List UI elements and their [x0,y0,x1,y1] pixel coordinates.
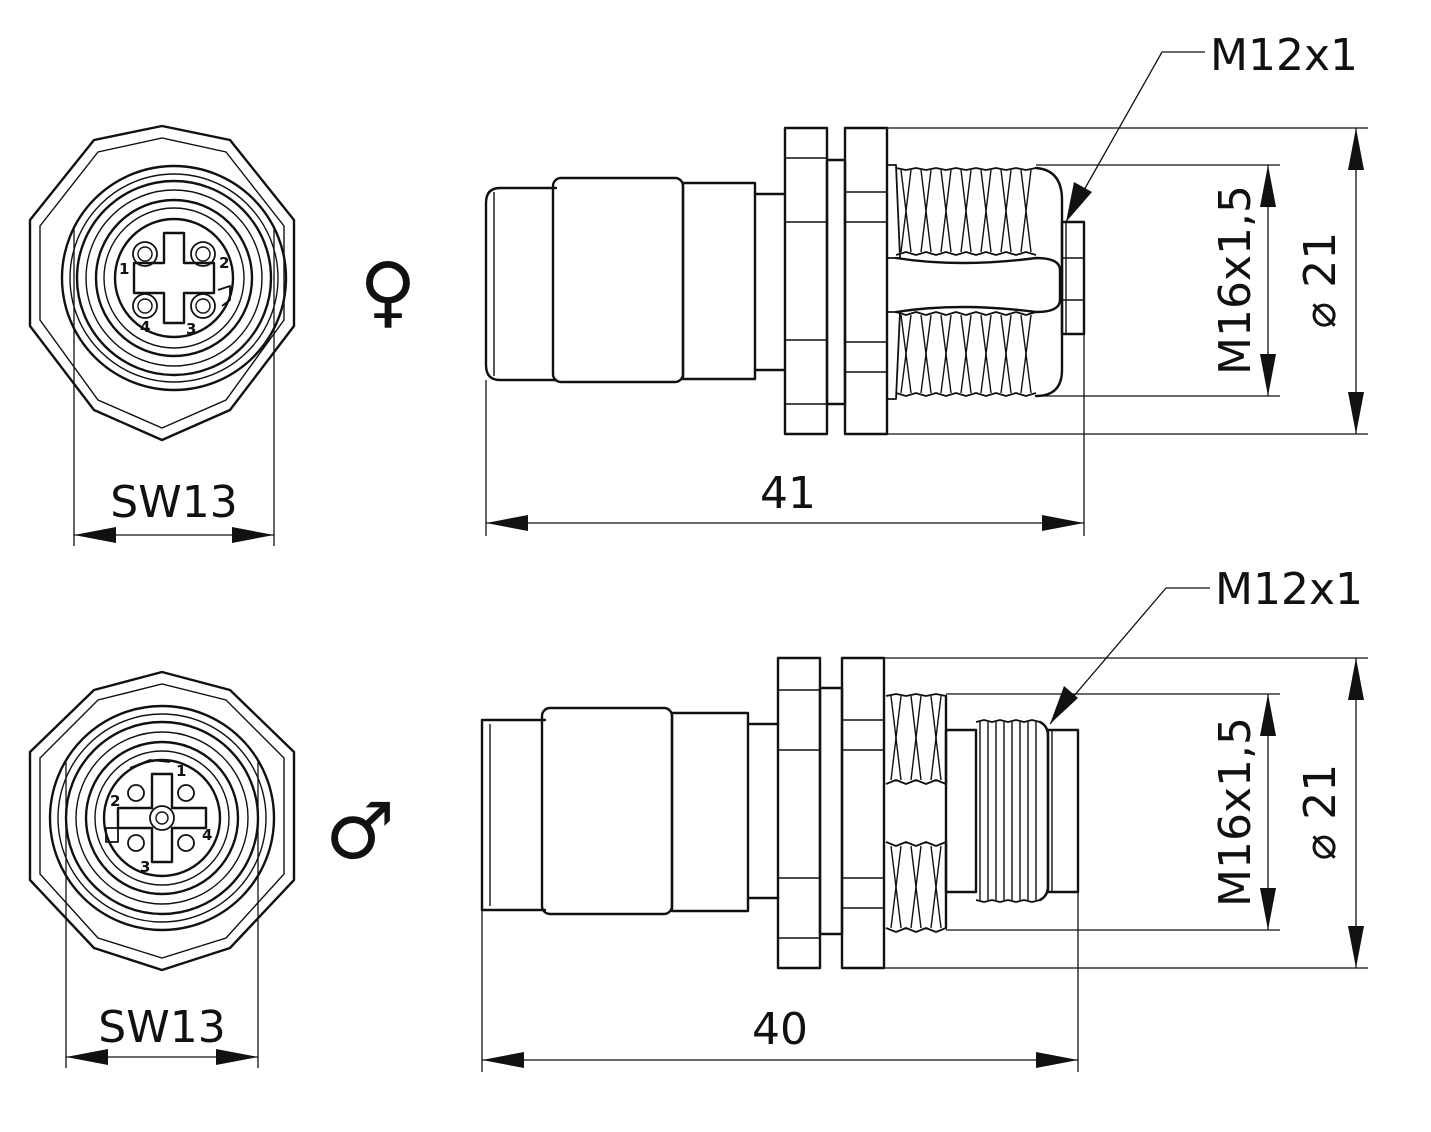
male-side-view: 40 M16x1,5 ⌀ 21 M12x1 [480,564,1368,1072]
female-diameter-label: ⌀ 21 [1295,232,1346,328]
male-symbol: ♂ [325,787,395,877]
female-mount-thread-label: M16x1,5 [1210,185,1261,375]
male-mount-thread-label: M16x1,5 [1210,717,1261,907]
male-pin-3 [127,834,145,852]
male-pin-label-4: 4 [202,826,212,844]
male-pin-label-2: 2 [110,792,120,810]
male-pin-1 [177,784,195,802]
male-pin-label-1: 1 [176,762,186,780]
female-wrench-size-label: SW13 [110,477,237,528]
female-pin-1 [132,241,158,267]
female-coding-key [217,285,231,307]
female-front-view: 1 2 3 4 SW13 [28,124,296,546]
male-pin-2 [127,784,145,802]
male-length-label: 40 [752,1004,808,1055]
female-pin-label-3: 3 [186,320,196,338]
female-pin-label-2: 2 [219,254,229,272]
male-diameter-label: ⌀ 21 [1295,764,1346,860]
female-front-thread-label: M12x1 [1210,30,1358,81]
male-pin-label-3: 3 [140,858,150,876]
female-pin-2 [190,241,216,267]
female-side-view: 41 M16x1,5 ⌀ 21 M12x1 [484,30,1368,536]
male-coding-key [105,827,119,843]
male-wrench-size-label: SW13 [98,1002,225,1053]
male-front-thread-label: M12x1 [1215,564,1363,615]
female-symbol: ♀ [359,247,416,337]
female-pin-4 [132,293,158,319]
male-front-view: 1 2 3 4 SW13 [28,670,296,1068]
female-pin-label-1: 1 [119,260,129,278]
female-length-label: 41 [760,468,816,519]
female-pin-3 [190,293,216,319]
female-pin-label-4: 4 [140,318,150,336]
male-pin-4 [177,834,195,852]
